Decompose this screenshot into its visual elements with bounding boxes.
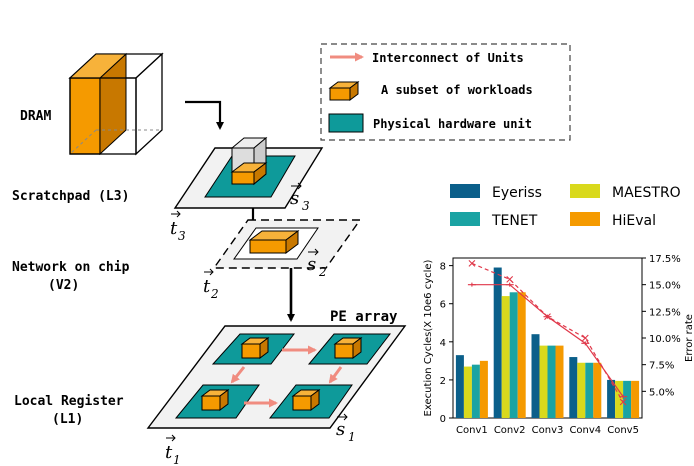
bar-maestro-conv4: [577, 362, 586, 418]
y2-tick-label: 5.0%: [649, 387, 674, 398]
bar-hieval-conv5: [631, 380, 640, 418]
bar-maestro-conv3: [539, 345, 548, 418]
y-tick-label: 8: [440, 262, 446, 273]
s1-label: s 1: [336, 413, 356, 444]
bar-tenet-conv3: [547, 345, 556, 418]
bar-hieval-conv1: [479, 360, 488, 418]
t3-label: t 3: [170, 210, 186, 243]
dram-label: DRAM: [20, 109, 51, 124]
bar-tenet-conv5: [623, 380, 632, 418]
bar-eyeriss-conv5: [607, 379, 616, 418]
bar-tenet-conv2: [509, 292, 518, 418]
y2-tick-label: 7.5%: [649, 361, 674, 372]
legend-swatch-eyeriss: [450, 184, 480, 198]
bar-tenet-conv1: [471, 364, 480, 418]
svg-text:t: t: [203, 276, 211, 297]
error-marker-x: [506, 275, 514, 283]
error-marker-plus: [505, 282, 514, 287]
bar-tenet-conv4: [585, 362, 594, 418]
x-tick-label: Conv3: [532, 425, 564, 436]
bar-hieval-conv3: [555, 345, 564, 418]
legend-interconnect-label: Interconnect of Units: [372, 51, 524, 65]
svg-text:1: 1: [348, 430, 356, 444]
noc-workload-block: [248, 230, 300, 254]
y-tick-label: 6: [440, 300, 446, 311]
legend-physical-swatch: [328, 113, 364, 133]
error-marker-plus: [543, 314, 552, 319]
noc-label-line1: Network on chip: [12, 260, 130, 275]
y2-tick-label: 12.5%: [649, 307, 681, 318]
y-tick-label: 4: [440, 338, 446, 349]
bar-maestro-conv5: [615, 380, 624, 418]
dram-cube: [68, 52, 164, 156]
legend-workload-label: A subset of workloads: [381, 83, 533, 97]
bar-eyeriss-conv1: [455, 355, 464, 418]
svg-text:2: 2: [318, 265, 327, 279]
t1-label: t 1: [165, 434, 181, 466]
svg-text:t: t: [165, 442, 173, 463]
bar-maestro-conv1: [463, 366, 472, 418]
scratchpad-workload-stack: [230, 136, 268, 186]
svg-text:s: s: [336, 419, 345, 440]
x-tick-label: Conv4: [569, 425, 601, 436]
dram-to-scratchpad-arrow: [185, 100, 224, 130]
svg-text:s: s: [290, 188, 299, 209]
legend-swatch-tenet: [450, 212, 480, 226]
x-tick-label: Conv5: [607, 425, 639, 436]
local-register-label-line2: (L1): [52, 412, 83, 427]
bar-hieval-conv2: [517, 292, 526, 418]
legend-label-hieval: HiEval: [612, 213, 656, 229]
y-axis-label: Execution Cycles(X 10e6 cycle): [423, 259, 434, 416]
execution-chart: 0 2 4 6 8 5.0% 7.5% 10.0% 12.5% 15.0% 17.5% Conv1 Co…: [423, 184, 694, 436]
local-register-label-line1: Local Register: [14, 394, 124, 409]
svg-text:s: s: [307, 254, 316, 275]
error-marker-plus: [467, 282, 476, 287]
bar-eyeriss-conv4: [569, 357, 578, 418]
y-tick-label: 2: [440, 376, 446, 387]
bar-eyeriss-conv3: [531, 334, 540, 418]
bar-eyeriss-conv2: [493, 267, 502, 418]
error-marker-plus: [619, 394, 628, 399]
pe-interconnect-arrows: [230, 345, 343, 408]
bar-maestro-conv2: [501, 296, 510, 418]
legend-workload-swatch: [328, 81, 360, 101]
error-marker-x: [581, 334, 589, 342]
bar-hieval-conv4: [593, 362, 602, 418]
legend-label-tenet: TENET: [491, 213, 538, 229]
y2-tick-label: 15.0%: [649, 281, 681, 292]
y2-tick-label: 17.5%: [649, 254, 681, 265]
svg-text:1: 1: [173, 453, 181, 466]
error-marker-x: [468, 259, 476, 267]
diagram-legend: Interconnect of Units A subset of worklo…: [320, 43, 571, 141]
legend-swatch-maestro: [570, 184, 600, 198]
t2-label: t 2: [203, 268, 219, 301]
y2-tick-label: 10.0%: [649, 334, 681, 345]
legend-label-maestro: MAESTRO: [612, 185, 681, 201]
scratchpad-label: Scratchpad (L3): [12, 189, 129, 204]
y2-axis-label: Error rate: [684, 314, 694, 362]
svg-text:2: 2: [210, 287, 219, 301]
legend-swatch-hieval: [570, 212, 600, 226]
error-marker-plus: [581, 341, 590, 346]
legend-label-eyeriss: Eyeriss: [492, 185, 542, 201]
svg-text:t: t: [170, 218, 178, 239]
s3-label: s 3: [290, 182, 310, 213]
svg-text:3: 3: [302, 199, 310, 213]
pe-array-label: PE array: [330, 309, 398, 325]
s2-label: s 2: [307, 248, 327, 279]
legend-physical-label: Physical hardware unit: [373, 117, 532, 131]
x-tick-label: Conv1: [456, 425, 488, 436]
error-marker-x: [619, 398, 627, 406]
svg-text:3: 3: [178, 229, 186, 243]
pe-array-plane: [146, 325, 407, 429]
x-tick-label: Conv2: [494, 425, 526, 436]
y-tick-label: 0: [440, 414, 446, 425]
pe-workload-blocks: [200, 337, 363, 411]
noc-label-line2: (V2): [48, 278, 79, 293]
